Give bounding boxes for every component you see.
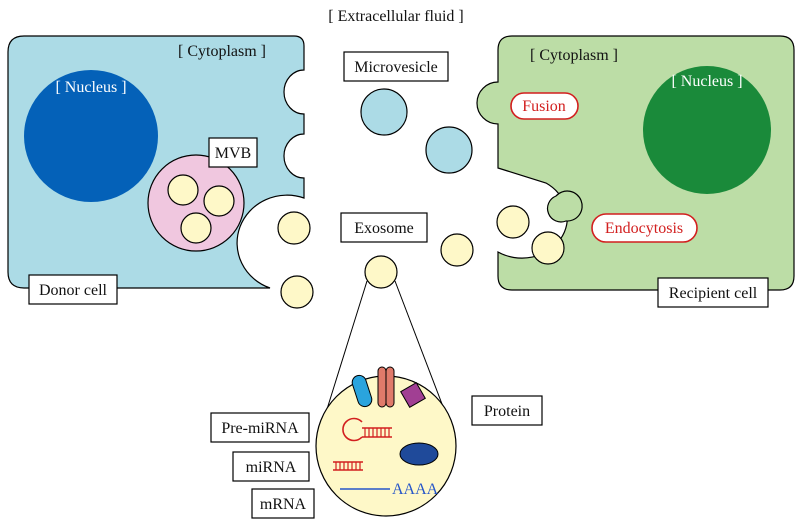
recipient-cell-label: Recipient cell: [669, 285, 758, 302]
endocytosis-bud: [546, 190, 583, 223]
donor-cell-label: Donor cell: [39, 282, 108, 299]
donor-cell-label-box: [28, 274, 118, 305]
microvesicle-label: Microvesicle: [354, 59, 438, 76]
pre-mirna-base-pairs: [364, 428, 390, 437]
mirna-label: miRNA: [246, 459, 297, 476]
donor-cytoplasm-label: [ Cytoplasm ]: [178, 43, 266, 60]
microvesicle: [425, 126, 473, 174]
protein-label: Protein: [484, 403, 530, 420]
protein-purple: [400, 382, 426, 408]
mirna-base-pairs: [335, 462, 361, 470]
mvb-vesicle: [203, 185, 235, 217]
recipient-nucleus-label: [ Nucleus ]: [671, 73, 742, 90]
recipient-nucleus: [643, 66, 771, 194]
protein-blue: [351, 374, 373, 408]
exosome: [277, 211, 311, 245]
recipient-cell-label-box: [657, 277, 769, 308]
mvb-vesicle: [180, 212, 212, 244]
mvb-vesicle: [167, 174, 199, 206]
pre-mirna-hairpin: [342, 417, 363, 442]
exosome: [364, 255, 398, 289]
endocytosis-label: Endocytosis: [605, 220, 683, 237]
protein-red: [385, 366, 395, 408]
protein-label-box: [471, 395, 543, 426]
mrna-label-box: [251, 488, 315, 519]
donor-nucleus-label: [ Nucleus ]: [55, 79, 126, 96]
mvb-label-box: [208, 137, 258, 168]
mrna-polya-label: AAAA: [392, 481, 439, 498]
protein-red: [377, 366, 387, 408]
exosome-label-box: [340, 212, 428, 243]
exosome: [440, 233, 474, 267]
mrna-label: mRNA: [260, 496, 307, 513]
endocytosis-vesicle: [531, 231, 565, 265]
mirna-label-box: [232, 451, 310, 482]
protein-complex: [399, 442, 439, 466]
microvesicle-label-box: [343, 51, 449, 82]
fusion-label: Fusion: [522, 98, 566, 115]
diagram-title: [ Extracellular fluid ]: [328, 8, 464, 25]
fusion-label-box: [510, 92, 579, 120]
donor-nucleus: [24, 70, 158, 202]
exosome-label: Exosome: [354, 220, 414, 237]
pre-mirna-label-box: [210, 412, 310, 443]
microvesicle: [360, 88, 408, 136]
endocytosis-label-box: [591, 213, 698, 243]
recipient-cytoplasm-label: [ Cytoplasm ]: [530, 47, 618, 64]
endocytosis-vesicle: [496, 205, 530, 239]
exosome: [280, 275, 314, 309]
mvb-label: MVB: [215, 145, 251, 162]
pre-mirna-label: Pre-miRNA: [221, 420, 299, 437]
